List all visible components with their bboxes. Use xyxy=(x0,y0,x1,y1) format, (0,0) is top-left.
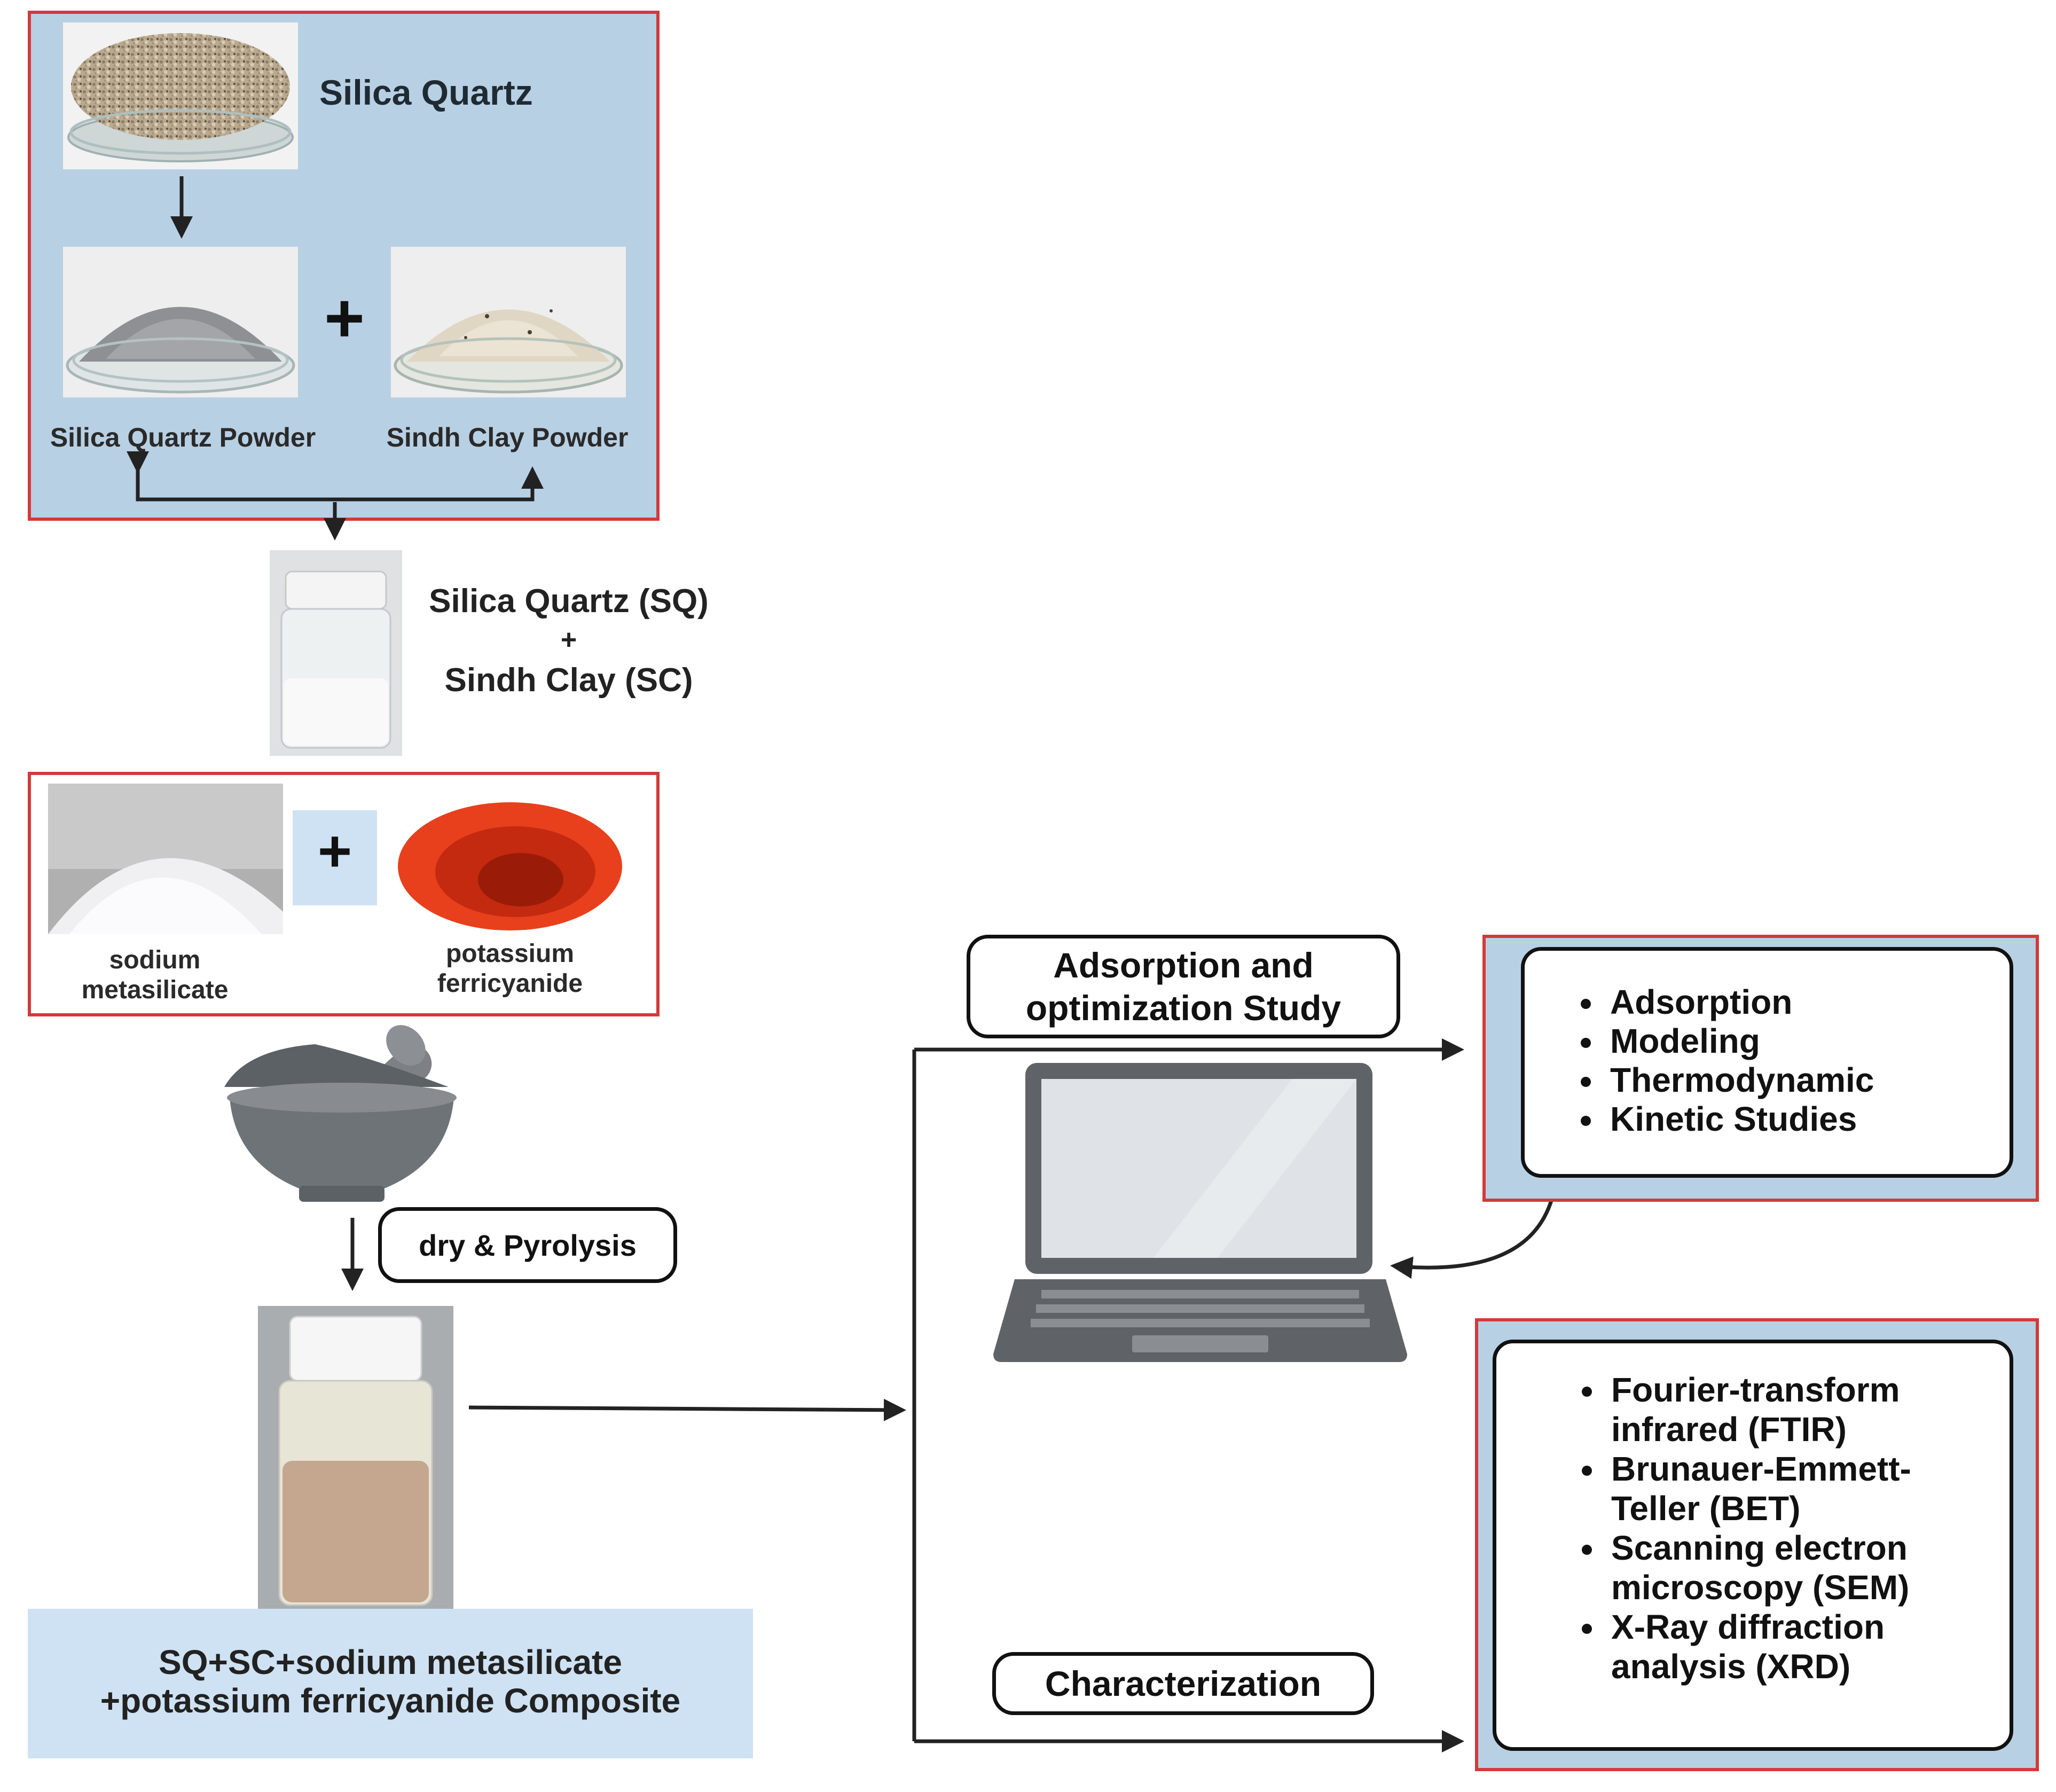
potassium-label-line-1: potassium xyxy=(445,940,575,968)
silica-quartz-powder-label: Silica Quartz Powder xyxy=(50,422,316,452)
characterization-item-line-2: microscopy (SEM) xyxy=(1611,1568,1910,1607)
laptop-icon xyxy=(993,1063,1407,1362)
sodium-label-line-1: sodium xyxy=(109,946,201,974)
mortar-pestle-icon xyxy=(224,1025,457,1202)
adsorption-item: Thermodynamic xyxy=(1605,1061,2010,1100)
characterization-label: Characterization xyxy=(992,1652,1374,1715)
characterization-item-line-2: infrared (FTIR) xyxy=(1611,1410,1847,1449)
sindh-clay-powder-image xyxy=(391,247,626,397)
composite-band xyxy=(28,1609,753,1758)
composite-line-1: SQ+SC+sodium metasilicate xyxy=(159,1643,622,1681)
mixture-plus: + xyxy=(560,624,577,655)
dry-pyrolysis-label: dry & Pyrolysis xyxy=(378,1207,677,1283)
potassium-label-line-2: ferricyanide xyxy=(437,969,583,998)
silica-quartz-dish-image xyxy=(63,22,298,169)
sodium-metasilicate-image xyxy=(48,784,283,934)
adsorption-study-label: Adsorption and optimization Study xyxy=(967,935,1400,1038)
composite-line-2: +potassium ferricyanide Composite xyxy=(100,1681,681,1720)
adsorption-study-line-1: Adsorption and xyxy=(1053,945,1314,985)
characterization-item-line-2: analysis (XRD) xyxy=(1611,1647,1851,1686)
adsorption-item: Modeling xyxy=(1605,1022,2010,1061)
plus-box xyxy=(293,810,377,905)
silica-quartz-powder-image xyxy=(63,247,298,397)
plus-sign-top: + xyxy=(324,279,365,357)
plus-sign-reagents: + xyxy=(317,818,352,884)
adsorption-study-line-2: optimization Study xyxy=(1025,988,1341,1028)
characterization-item-line-1: Fourier-transform xyxy=(1611,1371,1900,1409)
sodium-label-line-2: metasilicate xyxy=(81,976,229,1004)
mixture-jar-image xyxy=(270,550,402,756)
characterization-item-line-1: X-Ray diffraction xyxy=(1611,1608,1885,1646)
adsorption-item: Adsorption xyxy=(1605,983,2010,1022)
adsorption-list-box: Adsorption Modeling Thermodynamic Kineti… xyxy=(1521,947,2013,1178)
mixture-line-3: Sindh Clay (SC) xyxy=(444,662,693,699)
adsorption-item: Kinetic Studies xyxy=(1605,1100,2010,1139)
characterization-item-line-1: Brunauer-Emmett- xyxy=(1611,1450,1911,1488)
composite-jar-image xyxy=(258,1306,453,1609)
potassium-ferricyanide-image xyxy=(393,786,627,936)
characterization-item-line-2: Teller (BET) xyxy=(1611,1489,1801,1528)
characterization-item-line-1: Scanning electron xyxy=(1611,1529,1908,1567)
silica-quartz-title: Silica Quartz xyxy=(319,73,533,112)
characterization-item: Brunauer-Emmett-Teller (BET) xyxy=(1606,1449,2010,1528)
adsorption-list: Adsorption Modeling Thermodynamic Kineti… xyxy=(1525,983,2010,1139)
sindh-clay-powder-label: Sindh Clay Powder xyxy=(386,422,629,452)
mixture-line-1: Silica Quartz (SQ) xyxy=(429,583,709,620)
